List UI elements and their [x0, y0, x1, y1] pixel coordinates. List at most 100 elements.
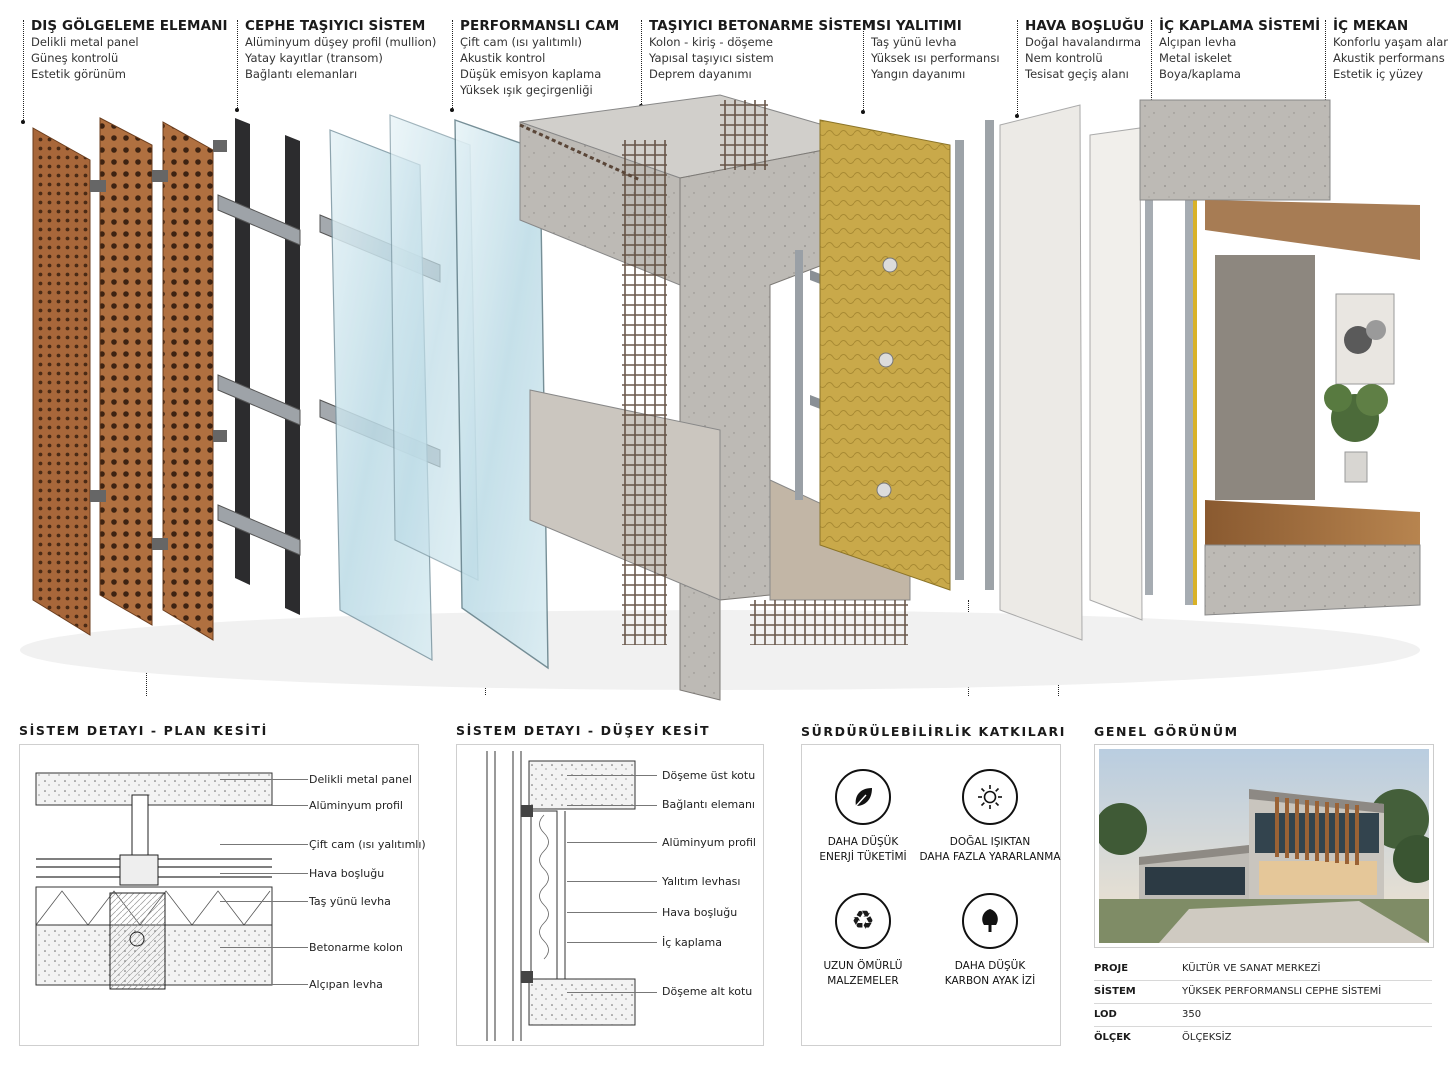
plan-label: Alçıpan levha: [309, 978, 383, 991]
mullion: [235, 118, 250, 585]
layer-line: Yatay kayıtlar (transom): [245, 51, 383, 65]
layer-label-glass: PERFORMANSLI CAM Çift cam (ısı yalıtımlı…: [460, 18, 619, 98]
leader-line: [23, 20, 24, 120]
recycle-icon: ♻: [835, 893, 891, 949]
gypsum-board: [999, 104, 1083, 641]
interior-wall: [1215, 255, 1315, 500]
transom: [217, 374, 301, 426]
floor-slab: [1204, 544, 1421, 616]
layer-title: TAŞIYICI BETONARME SİSTEM: [649, 18, 876, 34]
metal-stud: [795, 250, 803, 500]
layer-label-shading: DIŞ GÖLGELEME ELEMANI Delikli metal pane…: [31, 18, 228, 82]
exploded-facade-illustration: [20, 94, 1421, 701]
wood-floor: [1205, 500, 1420, 545]
leader-line: [452, 20, 453, 110]
layer-line: Nem kontrolü: [1025, 51, 1103, 65]
vertical-label: Hava boşluğu: [662, 906, 738, 919]
leader-dot: [450, 108, 454, 112]
layer-line: Alüminyum düşey profil (mullion): [245, 35, 437, 49]
layer-title: İÇ MEKAN: [1333, 18, 1409, 34]
leader-line: [1325, 20, 1326, 128]
overview-key: LOD: [1094, 1009, 1117, 1020]
ceiling-panel: [1205, 200, 1420, 260]
overview-value: ÖLÇEKSİZ: [1182, 1032, 1232, 1043]
plan-section-drawing: [35, 772, 273, 990]
air-gap-profile: [985, 120, 994, 590]
layer-line: Konforlu yaşam alanı: [1333, 35, 1448, 49]
layer-line: Yüksek ışık geçirgenliği: [460, 83, 593, 97]
sustainability-panel: DAHA DÜŞÜK ENERJİ TÜKETİMİ DOĞAL IŞIKTAN D…: [801, 744, 1061, 1046]
rebar-mesh: [750, 600, 908, 645]
layer-title: CEPHE TAŞIYICI SİSTEM: [245, 18, 426, 34]
layer-line: Yapısal taşıyıcı sistem: [649, 51, 774, 65]
layer-line: Metal iskelet: [1159, 51, 1232, 65]
layer-line: Tesisat geçiş alanı: [1025, 67, 1129, 81]
layer-title: İÇ KAPLAMA SİSTEMİ: [1159, 18, 1321, 34]
perforated-panel: [162, 121, 214, 641]
layer-line: Yangın dayanımı: [871, 67, 966, 81]
leader-line: [1017, 20, 1018, 116]
layer-line: Taş yünü levha: [871, 35, 957, 49]
overview-row: ÖLÇEK ÖLÇEKSİZ: [1094, 1027, 1432, 1049]
leader-line: [863, 20, 864, 112]
perforated-panel: [32, 127, 91, 636]
plan-label: Betonarme kolon: [309, 941, 403, 954]
air-gap-profile: [955, 140, 964, 580]
layer-title: DIŞ GÖLGELEME ELEMANI: [31, 18, 228, 34]
sustainability-line: DAHA FAZLA YARARLANMA: [919, 851, 1061, 863]
layer-label-air-gap: HAVA BOŞLUĞU Doğal havalandırma Nem kont…: [1025, 18, 1144, 82]
layer-title: PERFORMANSLI CAM: [460, 18, 620, 34]
overview-key: PROJE: [1094, 963, 1129, 974]
sustainability-line: DOĞAL IŞIKTAN: [949, 836, 1031, 848]
transom: [217, 194, 301, 246]
layer-label-interior: İÇ MEKAN Konforlu yaşam alanı Akustik pe…: [1333, 18, 1448, 82]
plan-label: Hava boşluğu: [309, 867, 385, 880]
metal-stud: [1145, 135, 1153, 595]
overview-row: LOD 350: [1094, 1004, 1432, 1027]
overview-key: ÖLÇEK: [1094, 1032, 1131, 1043]
vertical-label: Alüminyum profil: [662, 836, 756, 849]
sustainability-item: ♻ UZUN ÖMÜRLÜ MALZEMELER: [788, 893, 938, 989]
leader-dot: [235, 108, 239, 112]
layer-line: Estetik görünüm: [31, 67, 126, 81]
plan-section-panel: Delikli metal panel Alüminyum profil Çif…: [19, 744, 426, 1046]
vertical-section-drawing: [486, 751, 636, 1041]
layer-title: HAVA BOŞLUĞU: [1025, 18, 1145, 34]
layer-line: Boya/kaplama: [1159, 67, 1241, 81]
sustainability-line: ENERJİ TÜKETİMİ: [819, 851, 907, 863]
sun-icon: [962, 769, 1018, 825]
vertical-label: Bağlantı elemanı: [662, 798, 755, 811]
layer-line: Güneş kontrolü: [31, 51, 119, 65]
layer-label-interior-cladding: İÇ KAPLAMA SİSTEMİ Alçıpan levha Metal i…: [1159, 18, 1320, 82]
layer-line: Akustik kontrol: [460, 51, 546, 65]
vertical-label: Yalıtım levhası: [662, 875, 741, 888]
layer-line: Delikli metal panel: [31, 35, 139, 49]
plan-label: Delikli metal panel: [309, 773, 412, 786]
overview-value: KÜLTÜR VE SANAT MERKEZİ: [1182, 963, 1321, 974]
sustainability-line: MALZEMELER: [827, 975, 899, 987]
layer-line: Çift cam (ısı yalıtımlı): [460, 35, 583, 49]
rebar-cage: [622, 140, 667, 645]
leader-line: [641, 20, 642, 106]
layer-label-concrete: TAŞIYICI BETONARME SİSTEM Kolon - kiriş …: [649, 18, 875, 82]
vertical-leader-group: [567, 771, 657, 1001]
tree-icon: [962, 893, 1018, 949]
sustainability-line: DAHA DÜŞÜK: [954, 960, 1026, 972]
overview-row: PROJE KÜLTÜR VE SANAT MERKEZİ: [1094, 958, 1432, 981]
sustainability-line: UZUN ÖMÜRLÜ: [823, 960, 903, 972]
leaf-icon: [835, 769, 891, 825]
layer-line: Akustik performans: [1333, 51, 1445, 65]
glass-pane: [454, 119, 549, 670]
overview-row: SİSTEM YÜKSEK PERFORMANSLI CEPHE SİSTEMİ: [1094, 981, 1432, 1004]
layer-line: Deprem dayanımı: [649, 67, 752, 81]
gypsum-board: [1089, 127, 1143, 621]
layer-line: Bağlantı elemanları: [245, 67, 358, 81]
overview-value: YÜKSEK PERFORMANSLI CEPHE SİSTEMİ: [1182, 986, 1382, 997]
plant-pot: [1344, 451, 1368, 483]
plan-label: Çift cam (ısı yalıtımlı): [309, 838, 426, 851]
overview-key: SİSTEM: [1094, 986, 1136, 997]
ceiling-slab: [1139, 99, 1331, 201]
layer-line: Estetik iç yüzey: [1333, 67, 1424, 81]
